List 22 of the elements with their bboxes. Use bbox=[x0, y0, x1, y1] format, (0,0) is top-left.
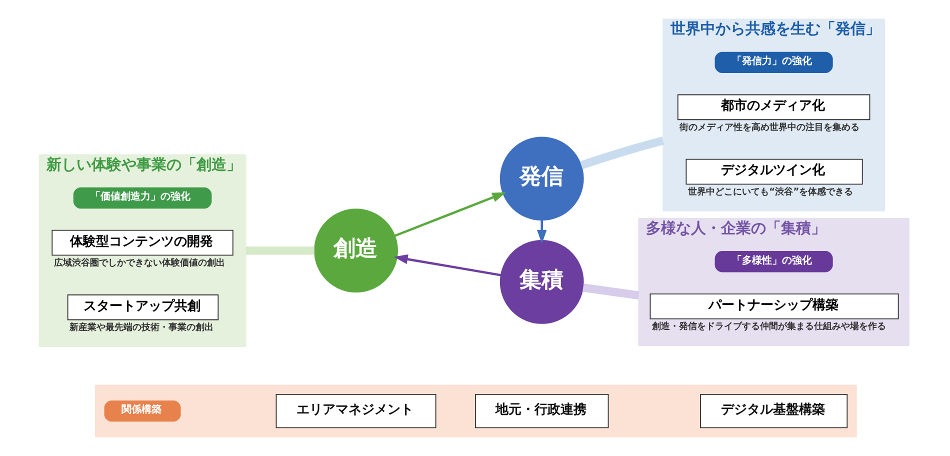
node-label: 新産業や最先端の技術・事業の創出 bbox=[70, 322, 214, 333]
node-label: 創造・発信をドライブする仲間が集まる仕組みや場を作る bbox=[652, 320, 886, 332]
connector bbox=[582, 284, 640, 300]
arrow bbox=[394, 192, 506, 237]
node-label: 街のメディア性を高め世界中の注目を集める bbox=[680, 122, 860, 133]
cluster bbox=[95, 384, 857, 438]
arrow bbox=[394, 254, 501, 276]
node-label: 広域渋谷圏でしかできない体験価値の創出 bbox=[54, 257, 225, 268]
connector bbox=[246, 246, 314, 255]
node-box: 地元・行政連携 bbox=[475, 394, 609, 428]
connector bbox=[580, 136, 664, 170]
node-label: 世界中どこにいても“渋谷”を体感できる bbox=[688, 186, 854, 198]
node-box: 関係構築 bbox=[104, 400, 181, 422]
node-box: 「価値創造力」の強化 bbox=[73, 187, 212, 209]
node-box: 「多様性」の強化 bbox=[714, 251, 833, 272]
node-box: 「発信力」の強化 bbox=[714, 52, 833, 74]
node-circle: 創造 bbox=[314, 208, 398, 293]
node-box: デジタル基盤構築 bbox=[700, 394, 848, 428]
node-box: エリアマネジメント bbox=[276, 394, 436, 428]
arrow bbox=[537, 220, 547, 244]
node-circle: 集積 bbox=[500, 240, 584, 324]
node-circle: 発信 bbox=[500, 136, 584, 221]
